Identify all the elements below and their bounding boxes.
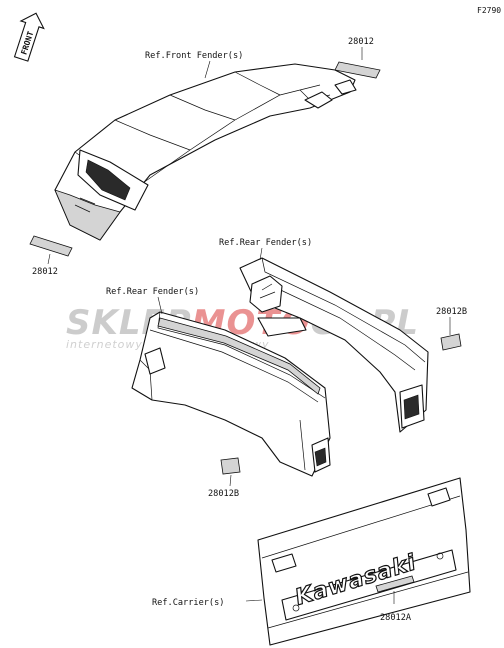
carrier-leader	[245, 599, 263, 602]
rear-fender-left-ref-label: Ref.Rear Fender(s)	[106, 287, 199, 297]
front-fender-ref-label: Ref.Front Fender(s)	[145, 51, 243, 61]
decal-28012-top	[334, 61, 381, 79]
decal-28012-left	[29, 235, 73, 257]
figure-id: F2790	[477, 6, 501, 15]
carrier-tailgate-part	[257, 477, 471, 646]
rear-fender-left-part	[131, 311, 331, 477]
carrier-ref-label: Ref.Carrier(s)	[152, 598, 224, 608]
front-fender-part	[54, 63, 357, 241]
part-28012b-left-leader	[229, 474, 232, 487]
rear-fender-left-leader	[157, 296, 163, 315]
part-28012a-label: 28012A	[380, 613, 412, 623]
rear-fender-right-ref-label: Ref.Rear Fender(s)	[219, 238, 312, 248]
part-28012-top-label: 28012	[348, 37, 374, 47]
rear-fender-right-leader	[259, 247, 263, 261]
decal-28012b-left	[220, 457, 241, 475]
rear-fender-right-part	[239, 257, 429, 433]
front-fender-leader	[204, 60, 211, 79]
part-28012b-left-label: 28012B	[208, 489, 239, 499]
part-28012-left-leader	[47, 253, 51, 265]
decal-28012a	[375, 575, 415, 593]
front-arrow-icon: FRONT	[13, 12, 45, 62]
part-28012b-right-label: 28012B	[436, 307, 467, 317]
decal-28012b-right	[440, 333, 462, 351]
part-28012-left-label: 28012	[32, 267, 58, 277]
